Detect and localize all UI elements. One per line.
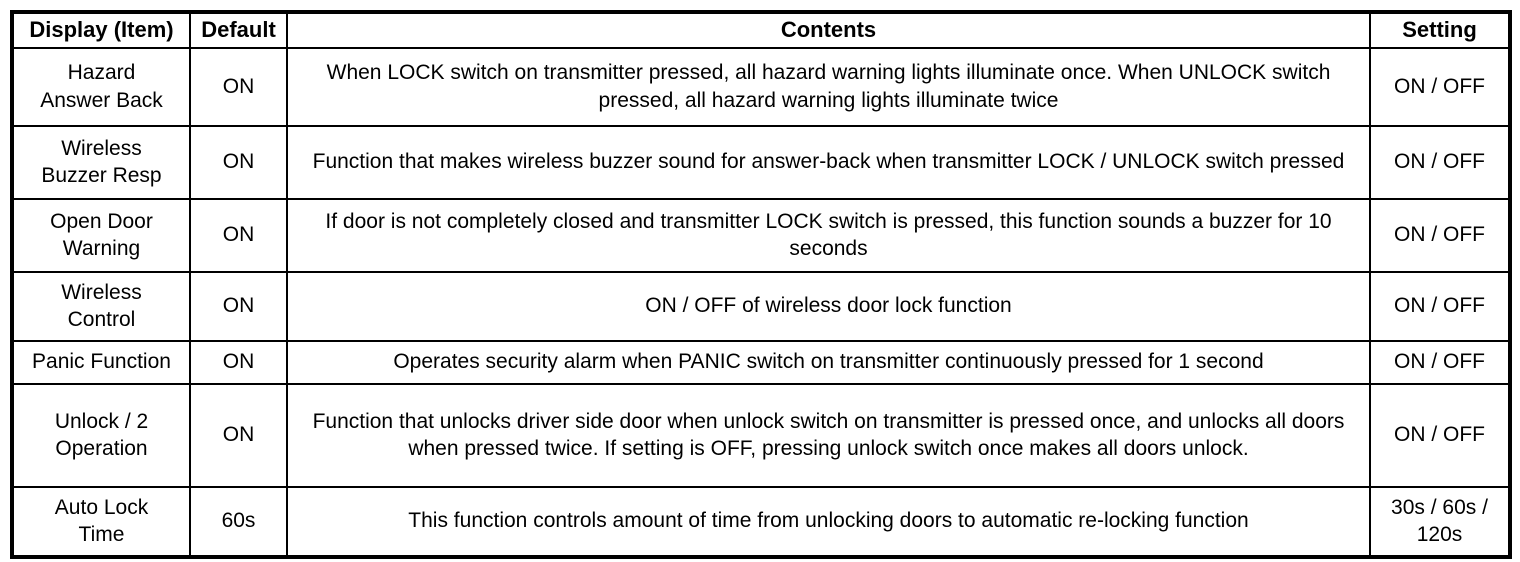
table-row: Open Door Warning ON If door is not comp… — [11, 197, 1511, 273]
item-cell: Open Door Warning — [11, 197, 191, 273]
default-cell: ON — [189, 124, 288, 200]
header-default: Default — [189, 11, 288, 49]
header-display-item: Display (Item) — [11, 11, 191, 49]
contents-cell: ON / OFF of wireless door lock function — [286, 270, 1371, 342]
item-cell: Auto Lock Time — [11, 485, 191, 558]
item-cell: Wireless Control — [11, 270, 191, 342]
default-cell: 60s — [189, 485, 288, 558]
table-row: Unlock / 2 Operation ON Function that un… — [11, 382, 1511, 488]
contents-cell: When LOCK switch on transmitter pressed,… — [286, 46, 1371, 127]
table-header-row: Display (Item) Default Contents Setting — [11, 11, 1511, 49]
default-cell: ON — [189, 197, 288, 273]
table-row: Wireless Buzzer Resp ON Function that ma… — [11, 124, 1511, 200]
item-cell: Hazard Answer Back — [11, 46, 191, 127]
item-cell: Wireless Buzzer Resp — [11, 124, 191, 200]
table-row: Hazard Answer Back ON When LOCK switch o… — [11, 46, 1511, 127]
setting-cell: ON / OFF — [1369, 382, 1511, 488]
default-cell: ON — [189, 46, 288, 127]
setting-cell: ON / OFF — [1369, 124, 1511, 200]
default-cell: ON — [189, 270, 288, 342]
header-setting: Setting — [1369, 11, 1511, 49]
setting-cell: ON / OFF — [1369, 46, 1511, 127]
table-row: Wireless Control ON ON / OFF of wireless… — [11, 270, 1511, 342]
contents-cell: If door is not completely closed and tra… — [286, 197, 1371, 273]
setting-cell: ON / OFF — [1369, 339, 1511, 385]
contents-cell: This function controls amount of time fr… — [286, 485, 1371, 558]
table-row: Auto Lock Time 60s This function control… — [11, 485, 1511, 558]
door-lock-settings-table: Display (Item) Default Contents Setting … — [10, 10, 1512, 559]
setting-cell: ON / OFF — [1369, 270, 1511, 342]
default-cell: ON — [189, 382, 288, 488]
contents-cell: Function that makes wireless buzzer soun… — [286, 124, 1371, 200]
header-contents: Contents — [286, 11, 1371, 49]
default-cell: ON — [189, 339, 288, 385]
item-cell: Unlock / 2 Operation — [11, 382, 191, 488]
contents-cell: Operates security alarm when PANIC switc… — [286, 339, 1371, 385]
setting-cell: 30s / 60s / 120s — [1369, 485, 1511, 558]
item-cell: Panic Function — [11, 339, 191, 385]
setting-cell: ON / OFF — [1369, 197, 1511, 273]
table-row: Panic Function ON Operates security alar… — [11, 339, 1511, 385]
contents-cell: Function that unlocks driver side door w… — [286, 382, 1371, 488]
